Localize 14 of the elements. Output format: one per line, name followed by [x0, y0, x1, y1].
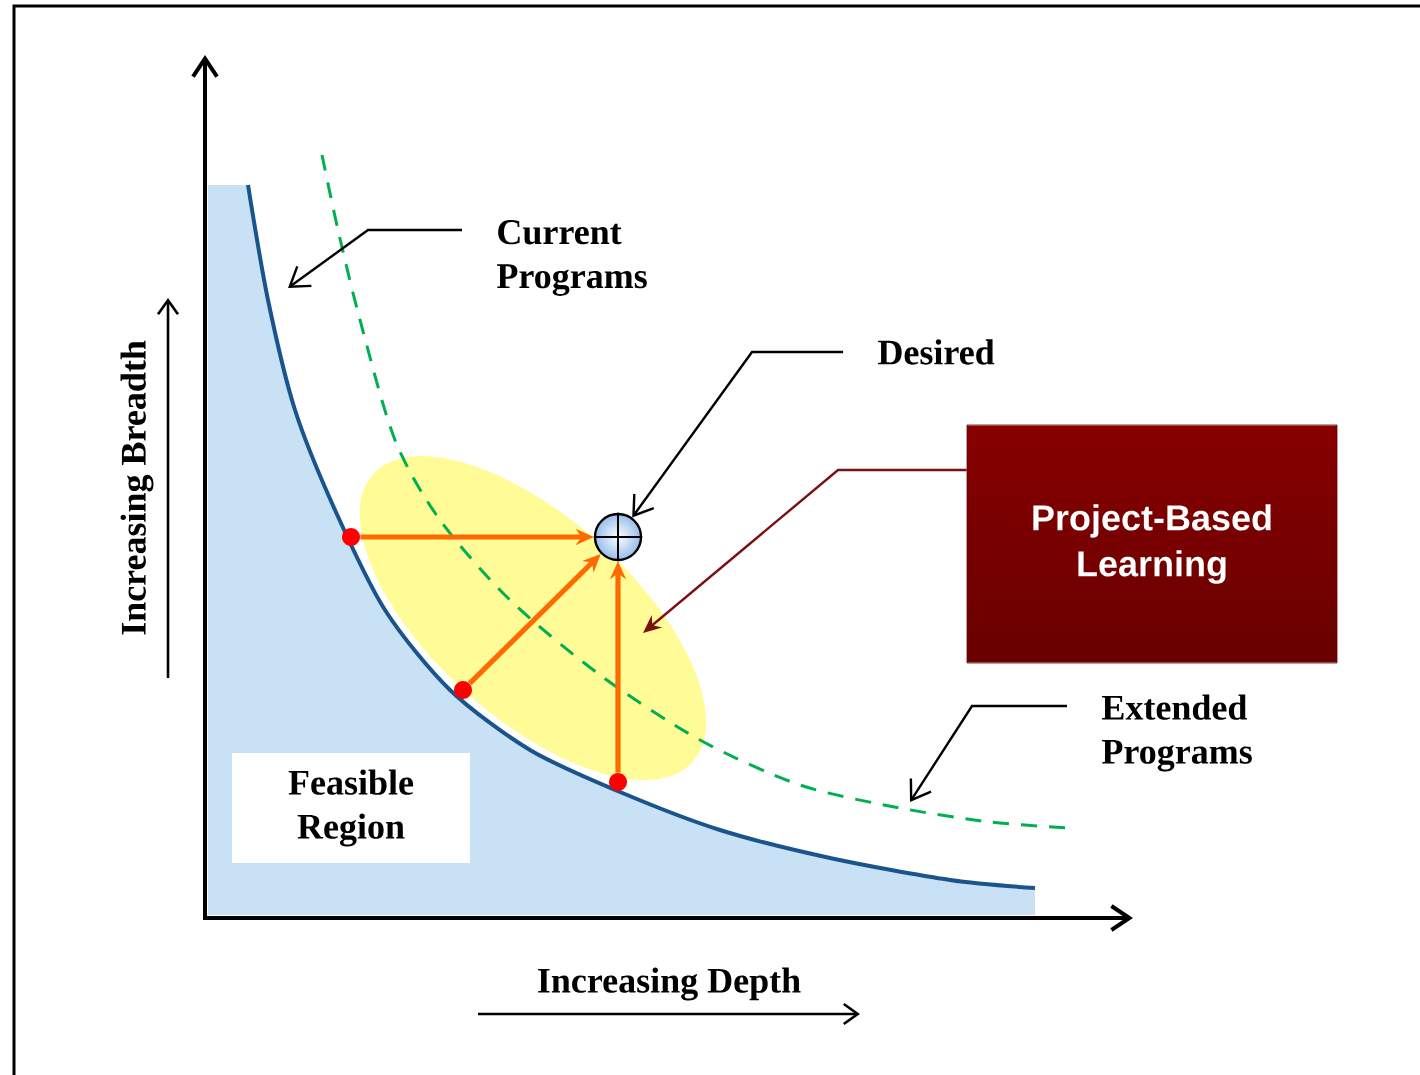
callout-text: Current Programs: [497, 220, 647, 296]
region-label: Feasible Region: [232, 753, 470, 863]
leader-arrow: [909, 704, 1067, 802]
start-dot: [454, 681, 472, 699]
leader-arrow: [632, 350, 843, 518]
axis-label: Increasing Breadth: [120, 340, 154, 635]
method-box: Project-Based Learning: [966, 424, 1338, 664]
callout-text: Desired: [878, 339, 995, 365]
start-dot: [609, 773, 627, 791]
start-dot: [342, 528, 360, 546]
leader-arrow: [288, 228, 462, 288]
axis-label: Increasing Depth: [538, 967, 801, 1001]
callout-text: Extended Programs: [1102, 694, 1252, 772]
target-marker: [592, 511, 644, 563]
